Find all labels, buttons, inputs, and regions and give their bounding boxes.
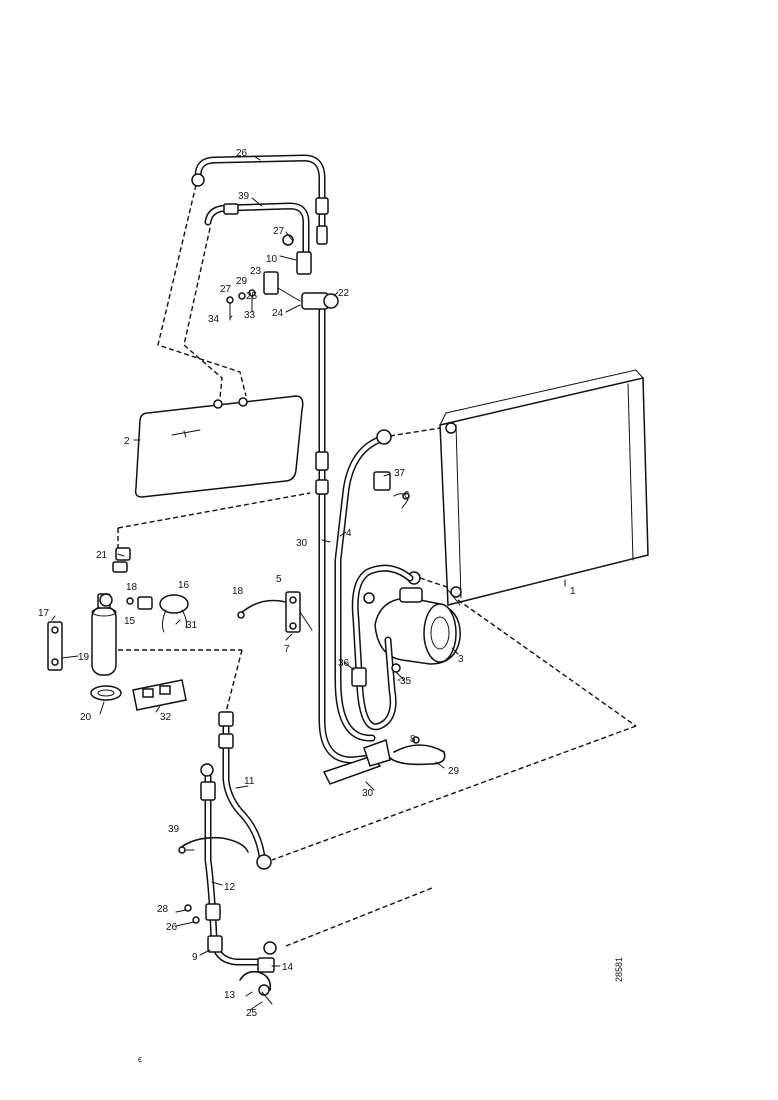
callout-28b: 29: [448, 766, 460, 777]
corner-mark: ϵ: [138, 1054, 142, 1064]
callout-32: 32: [160, 712, 172, 723]
callout-37: 37: [394, 468, 406, 479]
callout-30: 30: [296, 538, 308, 549]
callout-39b: 39: [168, 824, 180, 835]
fitting-21: [99, 547, 131, 607]
callout-5: 5: [276, 574, 282, 585]
callout-25c: 25: [246, 1008, 258, 1019]
callout-28: 29: [236, 276, 248, 287]
callout-15: 15: [124, 616, 136, 627]
callout-25: 25: [246, 291, 258, 302]
callout-35: 35: [400, 676, 412, 687]
compressor-hoses: [351, 564, 414, 731]
callout-3: 3: [458, 654, 464, 665]
callout-14: 14: [282, 962, 294, 973]
callout-16: 16: [178, 580, 190, 591]
callout-1: 1: [570, 586, 576, 597]
callout-27: 27: [220, 284, 232, 295]
callout-12: 12: [224, 882, 236, 893]
callout-31: 31: [186, 620, 198, 631]
callout-8: 8: [410, 734, 416, 745]
receiver-drier: [90, 593, 122, 701]
callout-26: 26: [236, 148, 248, 159]
callout-29: 30: [362, 788, 374, 799]
callout-4: 4: [346, 528, 352, 539]
low-pressure-fittings: [184, 904, 277, 1005]
callout-33: 33: [244, 310, 256, 321]
bracket-29: [322, 738, 391, 785]
callout-23: 23: [250, 266, 262, 277]
evaporator: [134, 395, 304, 498]
callout-13: 13: [224, 990, 236, 1001]
callout-36: 36: [338, 658, 350, 669]
callout-6: 6: [404, 490, 410, 501]
upper-hose-26: [191, 154, 329, 245]
callout-7: 7: [284, 644, 290, 655]
hose-clamp-28: [389, 736, 446, 766]
callout-39: 39: [238, 191, 250, 202]
callout-17: 17: [38, 608, 50, 619]
callout-9: 9: [192, 952, 198, 963]
callout-20: 20: [80, 712, 92, 723]
condenser: [439, 369, 649, 606]
hose-bracket-5: [285, 591, 313, 633]
callout-22: 22: [338, 288, 350, 299]
callout-18: 18: [232, 586, 244, 597]
callout-26b: 27: [273, 226, 285, 237]
callout-2: 2: [124, 436, 130, 447]
drawing-reference-number: 28581: [614, 957, 624, 982]
liquid-line-11: [218, 711, 272, 870]
pipe-to-evaporator: [157, 184, 247, 399]
compressor: [374, 571, 461, 665]
callout-11: 11: [244, 776, 255, 787]
callout-18b: 18: [126, 582, 138, 593]
callout-21: 21: [96, 550, 108, 561]
liquid-line-12: [200, 763, 270, 966]
hose-clip-18: [237, 599, 287, 619]
callout-25b: 26: [166, 922, 178, 933]
callout-10: 10: [266, 254, 278, 265]
upper-hose-39: [204, 202, 310, 266]
relay: [373, 471, 410, 509]
mounting-bracket: [47, 621, 79, 671]
leader-lines: [51, 155, 566, 1011]
callout-19: 19: [78, 652, 90, 663]
callout-labels: 26 39 27 10 23 29 27 25 22 24 33 34 2 1 …: [38, 148, 576, 1019]
callout-27b: 28: [157, 904, 169, 915]
callout-24: 24: [272, 308, 284, 319]
suction-hose-30: [315, 296, 374, 764]
pressure-switch: [126, 594, 189, 633]
callout-34: 34: [208, 314, 220, 325]
switch-plate: [132, 679, 187, 711]
connection-lines: [117, 427, 637, 947]
discharge-hose-4: [334, 429, 392, 742]
hose-clip-39: [178, 836, 249, 854]
